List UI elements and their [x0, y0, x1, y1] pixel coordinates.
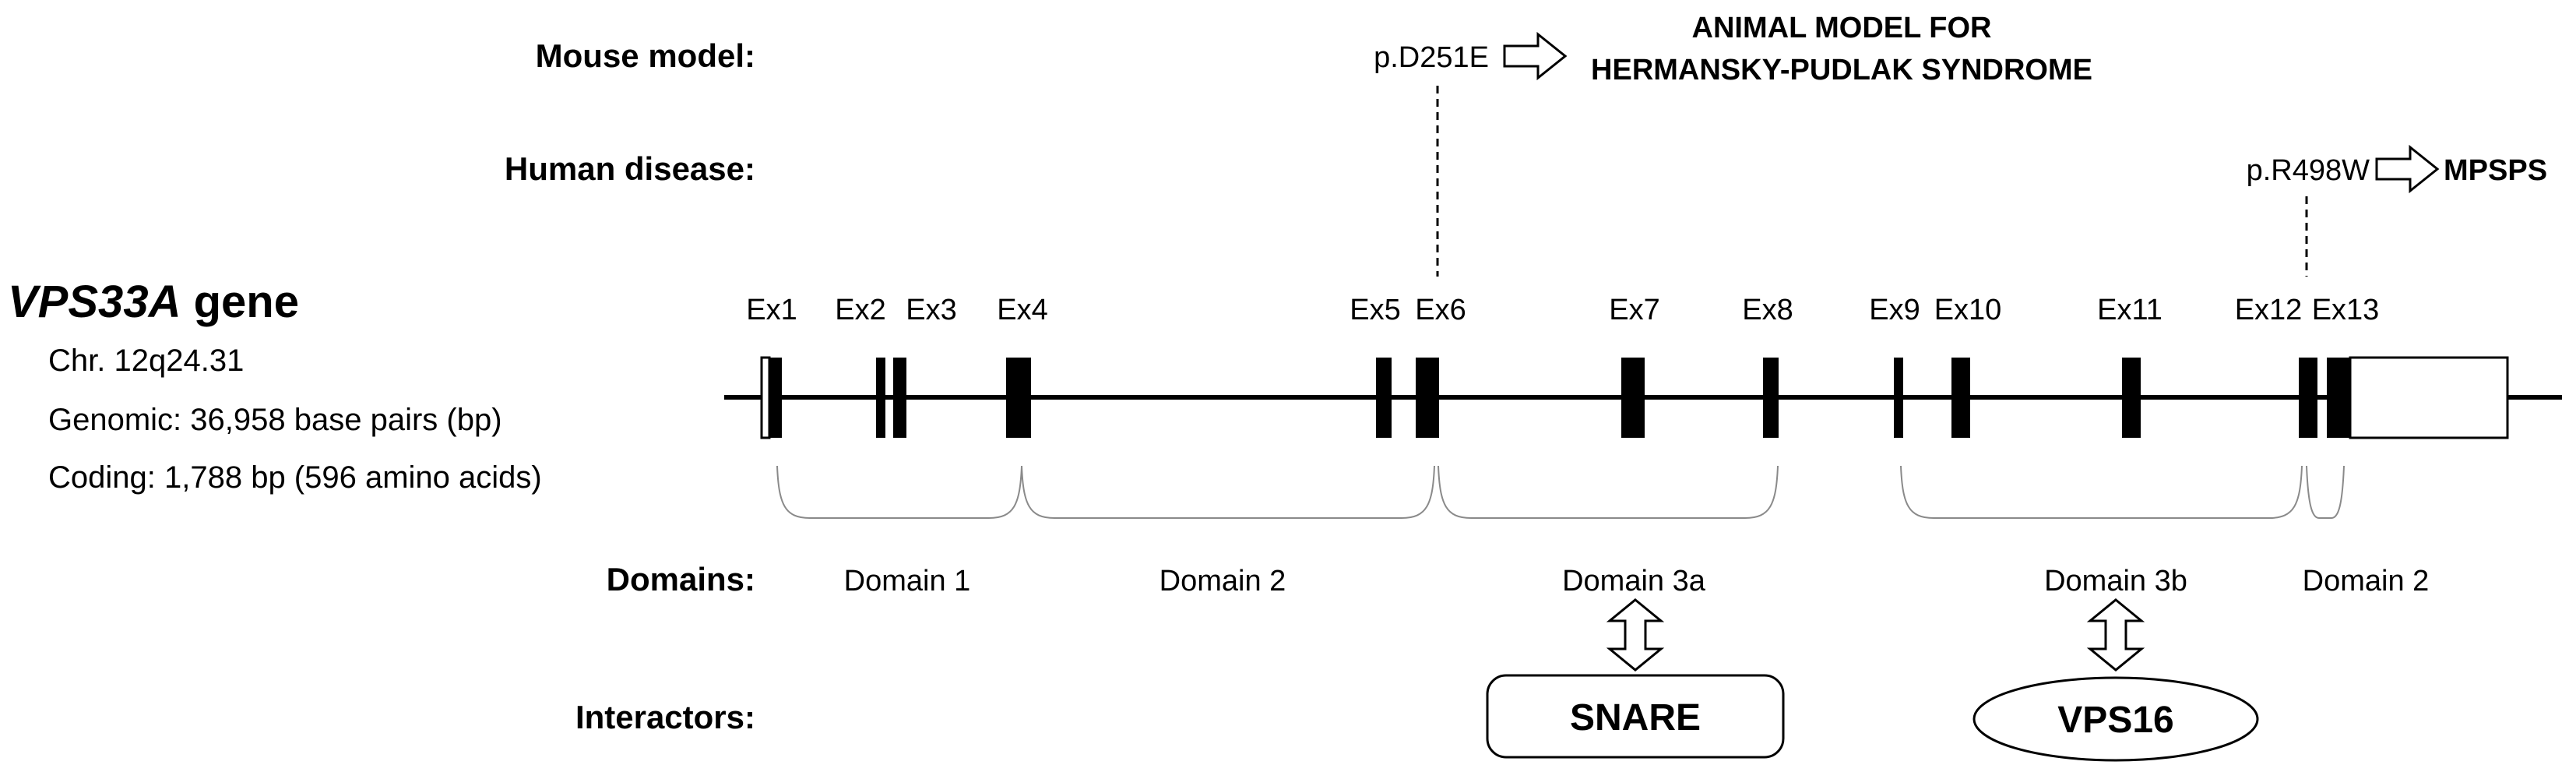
chromosome-text: Chr. 12q24.31 [48, 344, 244, 378]
domain-3b-interaction-arrow-icon [2086, 598, 2145, 672]
exon-3-block [893, 358, 906, 438]
exon-1-utr-block [760, 356, 771, 439]
domain-2-c-terminal-label: Domain 2 [2303, 565, 2430, 598]
mutation-d251e-outcome-line2: HERMANSKY-PUDLAK SYNDROME [1591, 54, 2092, 86]
snare-label: SNARE [1570, 697, 1701, 739]
exon-label: Ex13 [2312, 294, 2380, 326]
vps16-ellipse [1972, 676, 2259, 762]
mutation-d251e-outcome-line1: ANIMAL MODEL FOR [1692, 12, 1992, 44]
exon-1-block [769, 358, 782, 438]
exon-10-block [1951, 358, 1970, 438]
domain-2-c-terminal-bracket [2306, 465, 2345, 519]
exon-label: Ex2 [835, 294, 885, 326]
vps16-label: VPS16 [2057, 700, 2173, 741]
exon-13-block [2327, 358, 2350, 438]
exon-label: Ex4 [997, 294, 1047, 326]
exon-11-block [2122, 358, 2141, 438]
exon-label: Ex11 [2097, 294, 2163, 326]
exon-13-utr-block [2349, 356, 2509, 439]
exon-8-block [1763, 358, 1779, 438]
exon-5-block [1376, 358, 1392, 438]
exon-label: Ex3 [906, 294, 956, 326]
exon-7-block [1621, 358, 1645, 438]
exon-label: Ex12 [2235, 294, 2303, 326]
mutation-r498w-arrow-icon [2375, 144, 2440, 194]
gene-name: VPS33A [8, 277, 181, 327]
exon-label: Ex1 [746, 294, 797, 326]
domain-2-label: Domain 2 [1160, 565, 1286, 598]
domain-1-bracket [776, 465, 1022, 519]
exon-4-block [1006, 358, 1031, 438]
exon-6-block [1416, 358, 1439, 438]
exon-label: Ex5 [1350, 294, 1400, 326]
gene-word: gene [181, 277, 299, 327]
domain-3a-interaction-arrow-icon [1606, 598, 1665, 672]
snare-box [1486, 674, 1785, 759]
exon-12-block [2299, 358, 2317, 438]
domain-3a-label: Domain 3a [1562, 565, 1706, 598]
mutation-d251e-arrow-icon [1503, 31, 1568, 81]
mutation-d251e-label: p.D251E [1374, 41, 1489, 74]
domain-3b-label: Domain 3b [2044, 565, 2187, 598]
domain-3b-bracket [1900, 465, 2303, 519]
mutation-r498w-label: p.R498W [2247, 154, 2370, 187]
mutation-r498w-outcome: MPSPS [2444, 154, 2547, 187]
exon-2-block [876, 358, 885, 438]
domain-2-bracket [1021, 465, 1435, 519]
domains-label: Domains: [607, 561, 755, 598]
interactors-label: Interactors: [575, 699, 755, 735]
exon-label: Ex6 [1415, 294, 1466, 326]
domain-3a-bracket [1438, 465, 1779, 519]
exon-label: Ex9 [1869, 294, 1920, 326]
exon-label: Ex8 [1742, 294, 1793, 326]
exon-label: Ex10 [1934, 294, 2002, 326]
mouse-model-label: Mouse model: [536, 37, 755, 74]
exon-9-block [1894, 358, 1903, 438]
exon-label: Ex7 [1609, 294, 1659, 326]
coding-size-text: Coding: 1,788 bp (596 amino acids) [48, 460, 542, 495]
human-disease-label: Human disease: [505, 150, 755, 187]
genomic-size-text: Genomic: 36,958 base pairs (bp) [48, 403, 502, 437]
gene-title: VPS33A gene [8, 277, 299, 327]
domain-1-label: Domain 1 [844, 565, 971, 598]
